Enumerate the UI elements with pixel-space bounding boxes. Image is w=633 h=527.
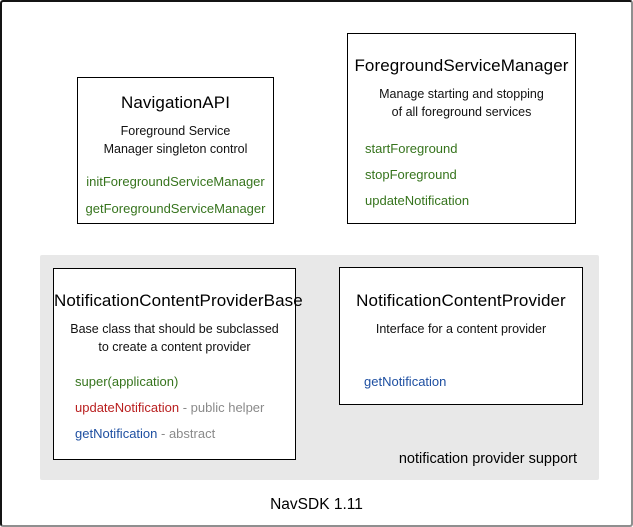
method-label: startForeground [365,141,458,157]
method-label: super(application) [75,374,179,390]
method-list: startForeground stopForeground updateNot… [348,141,575,209]
method-get-notification: getNotification - abstract [75,426,295,442]
description-line: Manager singleton control [103,142,248,157]
method-label: getNotification [364,374,447,390]
method-label: stopForeground [365,167,457,183]
method-label: updateNotification [75,400,180,416]
class-title: ForegroundServiceManager [354,56,569,75]
method-get-foreground-service-manager: getForegroundServiceManager [78,201,273,217]
class-title: NotificationContentProviderBase [54,291,303,310]
method-label: initForegroundServiceManager [86,174,265,190]
notification-support-panel: NotificationContentProviderBase Base cla… [40,255,599,480]
method-annotation: - public helper [182,400,265,416]
method-annotation: - abstract [161,426,216,442]
panel-label: notification provider support [398,451,577,467]
class-box-navigation-api: NavigationAPI Foreground Service Manager… [77,77,274,224]
method-label: updateNotification [365,193,470,209]
class-description: Interface for a content provider [340,320,582,338]
method-get-notification: getNotification [364,374,582,390]
method-update-notification: updateNotification [365,193,575,209]
class-title: NotificationContentProvider [356,291,566,310]
class-box-foreground-service-manager: ForegroundServiceManager Manage starting… [347,33,576,224]
method-list: getNotification [340,374,582,390]
method-super-application: super(application) [75,374,295,390]
class-description: Foreground Service Manager singleton con… [78,122,273,158]
description-line: Foreground Service [120,124,231,138]
class-box-notification-content-provider: NotificationContentProvider Interface fo… [339,267,583,405]
description-line: Interface for a content provider [375,322,547,336]
method-start-foreground: startForeground [365,141,575,157]
method-init-foreground-service-manager: initForegroundServiceManager [78,174,273,190]
method-list: super(application) updateNotification - … [54,374,295,442]
method-list: initForegroundServiceManager getForegrou… [78,174,273,217]
description-line: to create a content provider [98,340,251,355]
method-update-notification: updateNotification - public helper [75,400,295,416]
class-box-notification-content-provider-base: NotificationContentProviderBase Base cla… [53,268,303,460]
description-line: Base class that should be subclassed [70,322,279,336]
description-line: Manage starting and stopping [379,87,544,101]
method-label: getForegroundServiceManager [85,201,266,217]
diagram-caption: NavSDK 1.11 [270,496,363,513]
class-description: Manage starting and stopping of all fore… [348,85,575,121]
method-stop-foreground: stopForeground [365,167,575,183]
method-label: getNotification [75,426,158,442]
class-title: NavigationAPI [120,93,231,112]
description-line: of all foreground services [391,105,532,120]
class-description: Base class that should be subclassed to … [54,320,295,356]
